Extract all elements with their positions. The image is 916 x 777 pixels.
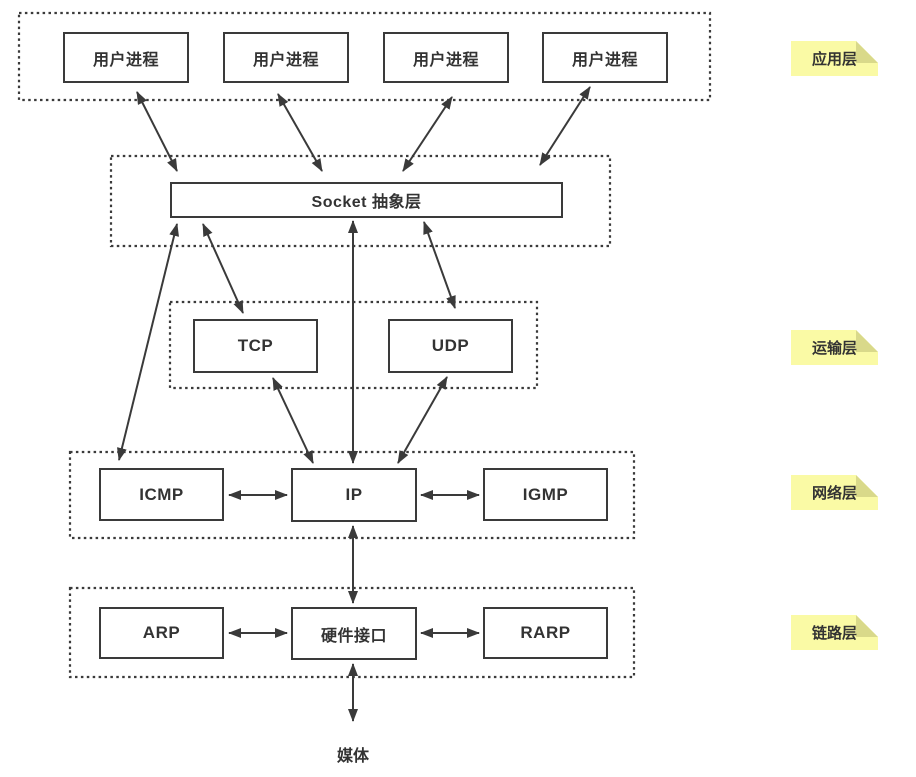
arrow-user-process-4-socket	[539, 86, 591, 166]
node-arp: ARP	[99, 607, 224, 659]
node-user-process-4: 用户进程	[542, 32, 668, 83]
node-socket-abstraction-layer: Socket 抽象层	[170, 182, 563, 218]
layer-note-network-label: 网络层	[811, 485, 857, 502]
note-fold-icon	[856, 41, 878, 63]
media-label: 媒体	[336, 748, 369, 765]
link-layer-container	[68, 586, 636, 679]
arrow-socket-tcp	[202, 223, 244, 314]
layer-note-link-label: 链路层	[811, 625, 857, 642]
node-user-process-1: 用户进程	[63, 32, 189, 83]
layer-note-network: 网络层	[791, 475, 878, 510]
arrow-socket-udp	[423, 221, 456, 309]
node-user-process-2: 用户进程	[223, 32, 349, 83]
arrow-user-process-2-socket	[277, 93, 323, 172]
arrow-user-process-3-socket	[402, 96, 453, 172]
layer-note-application: 应用层	[791, 41, 878, 76]
layer-note-transport-label: 运输层	[811, 340, 857, 357]
arrow-udp-ip	[397, 376, 448, 464]
node-hardware-interface: 硬件接口	[291, 607, 417, 660]
layer-note-application-label: 应用层	[811, 51, 857, 68]
arrow-tcp-ip	[272, 377, 314, 464]
network-layer-container	[68, 450, 636, 540]
arrow-user-process-1-socket	[136, 91, 178, 172]
layer-note-link: 链路层	[791, 615, 878, 650]
node-rarp: RARP	[483, 607, 608, 659]
application-layer-container	[17, 11, 712, 102]
node-tcp: TCP	[193, 319, 318, 373]
node-udp: UDP	[388, 319, 513, 373]
node-user-process-3: 用户进程	[383, 32, 509, 83]
socket-layer-container	[109, 154, 612, 248]
note-fold-icon	[856, 615, 878, 637]
note-fold-icon	[856, 330, 878, 352]
note-fold-icon	[856, 475, 878, 497]
node-igmp: IGMP	[483, 468, 608, 521]
arrow-socket-icmp	[117, 223, 179, 461]
layer-note-transport: 运输层	[791, 330, 878, 365]
node-ip: IP	[291, 468, 417, 522]
node-icmp: ICMP	[99, 468, 224, 521]
